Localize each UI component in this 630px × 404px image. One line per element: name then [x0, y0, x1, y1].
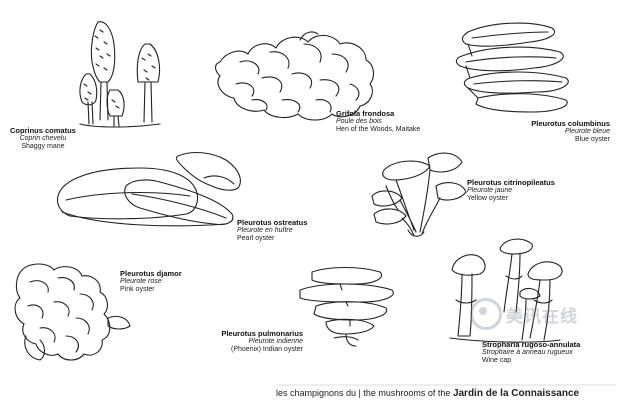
footer-caption: les champignons du | the mushrooms of th…: [276, 388, 579, 399]
latin-name: Pleurotus pulmonarius: [221, 329, 303, 338]
watermark: 美讯在线: [470, 296, 580, 332]
pleurotus-djamor-drawing: [14, 263, 131, 361]
grifola-frondosa-drawing: [214, 31, 375, 121]
label-grifola-frondosa: Grifola frondosa Poule des bois Hen of t…: [336, 110, 420, 134]
label-pleurotus-citrinopileatus: Pleurotus citrinopileatus Pleurote jaune…: [467, 179, 555, 203]
pleurotus-pulmonarius-drawing: [299, 267, 394, 347]
french-name: Pleurote rose: [120, 278, 162, 285]
footer-garden-name: Jardin de la Connaissance: [452, 388, 580, 399]
latin-name: Stropharia rugoso-annulata: [482, 340, 581, 349]
french-name: Pleurote en huître: [237, 227, 293, 234]
latin-name: Pleurotus ostreatus: [237, 218, 308, 227]
pleurotus-citrinopileatus-drawing: [371, 152, 467, 237]
label-pleurotus-ostreatus: Pleurotus ostreatus Pleurote en huître P…: [237, 219, 307, 243]
latin-name: Pleurotus citrinopileatus: [467, 178, 555, 187]
ring-logo-icon: [470, 298, 502, 330]
french-name: Coprin chevelu: [19, 135, 67, 142]
footer-prefix: les champignons du | the mushrooms of th…: [276, 388, 453, 398]
english-name: Blue oyster: [574, 136, 610, 143]
pleurotus-ostreatus-drawing: [56, 151, 241, 227]
english-name: Wine cap: [482, 357, 512, 364]
label-pleurotus-pulmonarius: Pleurotus pulmonarius Pleurote indienne …: [221, 330, 303, 354]
french-name: Poule des bois: [336, 118, 382, 125]
label-pleurotus-djamor: Pleurotus djamor Pleurote rose Pink oyst…: [120, 270, 182, 294]
english-name: Yellow oyster: [467, 195, 508, 202]
english-name: Pink oyster: [120, 286, 155, 293]
label-coprinus-comatus: Coprinus comatus Coprin chevelu Shaggy m…: [10, 127, 76, 151]
english-name: Shaggy mane: [21, 143, 65, 150]
latin-name: Grifola frondosa: [336, 109, 395, 118]
watermark-text: 美讯在线: [506, 306, 578, 326]
english-name: (Phoenix) Indian oyster: [231, 346, 303, 353]
french-name: Pleurote jaune: [467, 187, 513, 194]
english-name: Pearl oyster: [237, 235, 275, 242]
label-stropharia-rugoso-annulata: Stropharia rugoso-annulata Strophaire à …: [482, 341, 580, 365]
latin-name: Coprinus comatus: [10, 126, 76, 135]
latin-name: Pleurotus columbinus: [531, 119, 610, 128]
latin-name: Pleurotus djamor: [120, 269, 182, 278]
french-name: Pleurote indienne: [248, 338, 304, 345]
stropharia-rugoso-annulata-drawing: [449, 238, 563, 343]
pleurotus-columbinus-drawing: [455, 22, 569, 113]
english-name: Hen of the Woods, Maitake: [336, 126, 421, 133]
coprinus-comatus-drawing: [79, 21, 161, 128]
label-pleurotus-columbinus: Pleurotus columbinus Pleurote bleue Blue…: [531, 120, 610, 144]
french-name: Strophaire à anneau rugueux: [482, 349, 573, 356]
french-name: Pleurote bleue: [564, 128, 610, 135]
